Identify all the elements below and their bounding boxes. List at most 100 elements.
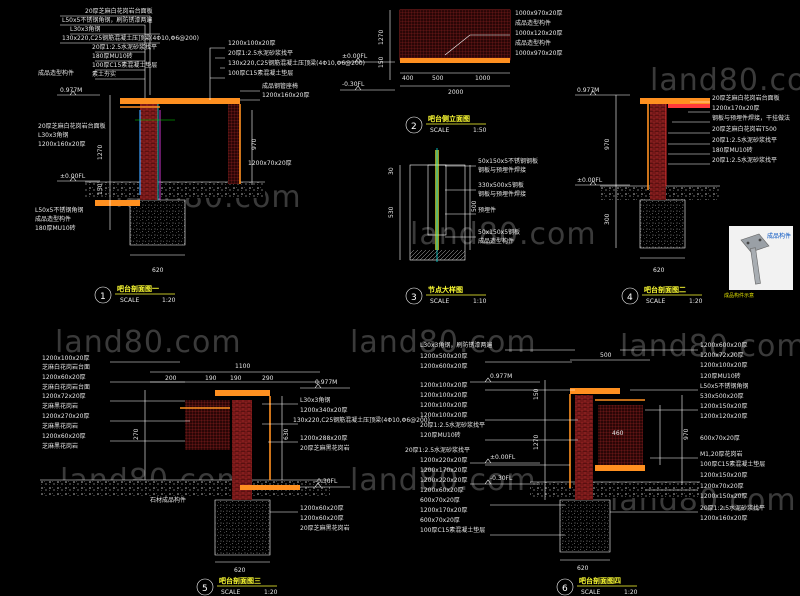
svg-text:20厚芝麻白花岗岩台面板: 20厚芝麻白花岗岩台面板 [85, 7, 153, 15]
watermark: land80.com [350, 325, 537, 360]
detail-number: 1 [100, 292, 106, 302]
svg-text:1200x500x20厚: 1200x500x20厚 [420, 353, 467, 360]
dim-label: 150 [97, 183, 104, 195]
svg-text:L30x3角钢: L30x3角钢 [38, 131, 68, 139]
svg-text:SCALE: SCALE [581, 589, 600, 596]
svg-text:4: 4 [627, 293, 633, 303]
svg-text:190: 190 [230, 375, 242, 382]
svg-text:2: 2 [411, 122, 417, 132]
dim-label: 620 [152, 267, 164, 274]
svg-text:-0.30FL: -0.30FL [315, 478, 338, 485]
detail-3-node: 530 30 500 50x150x5不锈钢钢板 钢板与预埋件焊接 330x50… [388, 148, 538, 305]
svg-text:1200x72x20厚: 1200x72x20厚 [42, 393, 86, 400]
countertop-slab [120, 98, 240, 104]
svg-text:530x500x20厚: 530x500x20厚 [700, 393, 744, 400]
svg-text:1200x72x20厚: 1200x72x20厚 [700, 352, 744, 359]
svg-text:970: 970 [604, 138, 611, 150]
level-label: 0.977M [60, 87, 82, 94]
svg-text:20厚芝麻黑花岗岩: 20厚芝麻黑花岗岩 [300, 444, 350, 452]
svg-text:芝麻黑花岗岩: 芝麻黑花岗岩 [42, 442, 78, 450]
svg-text:1200x170x20厚: 1200x170x20厚 [712, 105, 759, 112]
svg-text:600x70x20厚: 600x70x20厚 [420, 497, 460, 504]
svg-text:1200x60x20厚: 1200x60x20厚 [420, 487, 464, 494]
svg-text:0.977M: 0.977M [577, 87, 599, 94]
svg-text:L30x3角钢: L30x3角钢 [70, 25, 100, 33]
svg-text:成品造型构件: 成品造型构件 [515, 19, 551, 27]
svg-text:20厚芝麻白花岗岩T500: 20厚芝麻白花岗岩T500 [712, 125, 777, 133]
svg-text:芝麻白花岗岩台面: 芝麻白花岗岩台面 [42, 383, 90, 391]
svg-text:1:50: 1:50 [473, 127, 487, 134]
svg-text:1200x160x20厚: 1200x160x20厚 [262, 92, 309, 99]
svg-text:100厚C15素混凝土垫层: 100厚C15素混凝土垫层 [420, 526, 485, 534]
detail-4-section: 970 300 620 0.977M ±0.00FL 20厚芝麻白花岗岩台面板 … [575, 87, 790, 305]
svg-text:SCALE: SCALE [221, 589, 240, 596]
svg-text:500: 500 [432, 75, 444, 82]
level-label: ±0.00FL [60, 173, 86, 180]
svg-text:500: 500 [471, 200, 478, 212]
svg-text:2000: 2000 [448, 89, 463, 96]
svg-text:1200x600x20厚: 1200x600x20厚 [420, 363, 467, 370]
svg-text:120厚MU10砖: 120厚MU10砖 [700, 372, 741, 380]
svg-text:钢板与预埋件焊接: 钢板与预埋件焊接 [478, 190, 526, 198]
svg-text:330x500x5钢板: 330x500x5钢板 [478, 181, 524, 189]
svg-text:1200x60x20厚: 1200x60x20厚 [42, 433, 86, 440]
svg-text:180厚MU10砖: 180厚MU10砖 [92, 52, 133, 60]
photo-caption: 成品构件示意 [724, 293, 755, 299]
svg-text:200: 200 [165, 375, 177, 382]
svg-text:石材成品构件: 石材成品构件 [150, 496, 186, 504]
watermark: land80.com [55, 325, 242, 360]
svg-text:1200x150x20厚: 1200x150x20厚 [700, 493, 747, 500]
detail-1-section: 620 1270 150 970 0.977M ±0.00FL 20厚芝麻白花岗… [35, 7, 365, 304]
watermark-layer: land80.com land80.com land80.com land80.… [55, 63, 800, 518]
svg-text:吧台剖面图四: 吧台剖面图四 [579, 576, 621, 585]
svg-text:20厚1:2.5水泥砂浆找平: 20厚1:2.5水泥砂浆找平 [420, 421, 485, 429]
svg-text:400: 400 [402, 75, 414, 82]
svg-text:620: 620 [577, 565, 589, 572]
svg-text:50x150x5钢板: 50x150x5钢板 [478, 228, 520, 236]
svg-text:节点大样图: 节点大样图 [428, 285, 463, 294]
svg-text:1200x100x20厚: 1200x100x20厚 [700, 362, 747, 369]
svg-text:钢板与预埋件焊接: 钢板与预埋件焊接 [478, 166, 526, 174]
svg-text:620: 620 [653, 267, 665, 274]
brick-wall [140, 100, 158, 200]
svg-text:3: 3 [411, 293, 417, 303]
svg-text:1:20: 1:20 [162, 297, 176, 304]
svg-text:20厚芝麻黑花岗岩: 20厚芝麻黑花岗岩 [300, 524, 350, 532]
bracket-icon: 成品构件 [729, 226, 793, 290]
svg-text:钢板与预埋件焊接，干挂做法: 钢板与预埋件焊接，干挂做法 [712, 114, 790, 122]
svg-text:460: 460 [612, 430, 624, 437]
svg-text:±0.00FL: ±0.00FL [577, 177, 603, 184]
svg-text:300: 300 [604, 213, 611, 225]
svg-text:-0.30FL: -0.30FL [490, 475, 513, 482]
detail-1-notes: 20厚芝麻白花岗岩台面板 L50x5不锈钢角钢，刷防锈漆两遍 L30x3角钢 1… [35, 7, 365, 232]
svg-text:970: 970 [683, 428, 690, 440]
svg-text:1200x60x20厚: 1200x60x20厚 [42, 374, 86, 381]
svg-text:1200x60x20厚: 1200x60x20厚 [300, 505, 344, 512]
svg-text:1:20: 1:20 [264, 589, 278, 596]
detail-number-circle [94, 286, 112, 304]
svg-text:L30x3角钢，刷防锈漆两遍: L30x3角钢，刷防锈漆两遍 [420, 341, 492, 349]
svg-text:1200x170x20厚: 1200x170x20厚 [420, 507, 467, 514]
svg-text:1:10: 1:10 [473, 298, 487, 305]
svg-text:1200x340x20厚: 1200x340x20厚 [300, 407, 347, 414]
svg-text:0.977M: 0.977M [315, 379, 337, 386]
svg-text:20厚1:2.5水泥砂浆找平: 20厚1:2.5水泥砂浆找平 [92, 43, 157, 51]
svg-text:600x70x20厚: 600x70x20厚 [700, 435, 740, 442]
svg-text:1200x150x20厚: 1200x150x20厚 [700, 403, 747, 410]
svg-text:30: 30 [388, 167, 395, 175]
svg-text:630: 630 [283, 428, 290, 440]
svg-text:20厚芝麻白花岗岩台面板: 20厚芝麻白花岗岩台面板 [712, 94, 780, 102]
svg-text:500: 500 [600, 352, 612, 359]
svg-text:1200x100x20厚: 1200x100x20厚 [420, 412, 467, 419]
svg-text:1100: 1100 [235, 363, 250, 370]
watermark: land80.com [620, 329, 800, 364]
svg-text:成品造型构件: 成品造型构件 [38, 69, 74, 77]
svg-text:SCALE: SCALE [646, 298, 665, 305]
photo-overlay-text: 成品构件 [767, 232, 791, 240]
svg-text:±0.00FL: ±0.00FL [490, 454, 516, 461]
svg-text:1200x288x20厚: 1200x288x20厚 [300, 435, 347, 442]
svg-text:20厚1:2.5水泥砂浆找平: 20厚1:2.5水泥砂浆找平 [712, 156, 777, 164]
svg-text:1:20: 1:20 [689, 298, 703, 305]
detail-title: 吧台剖面图一 [117, 284, 159, 293]
svg-text:5: 5 [202, 584, 208, 594]
